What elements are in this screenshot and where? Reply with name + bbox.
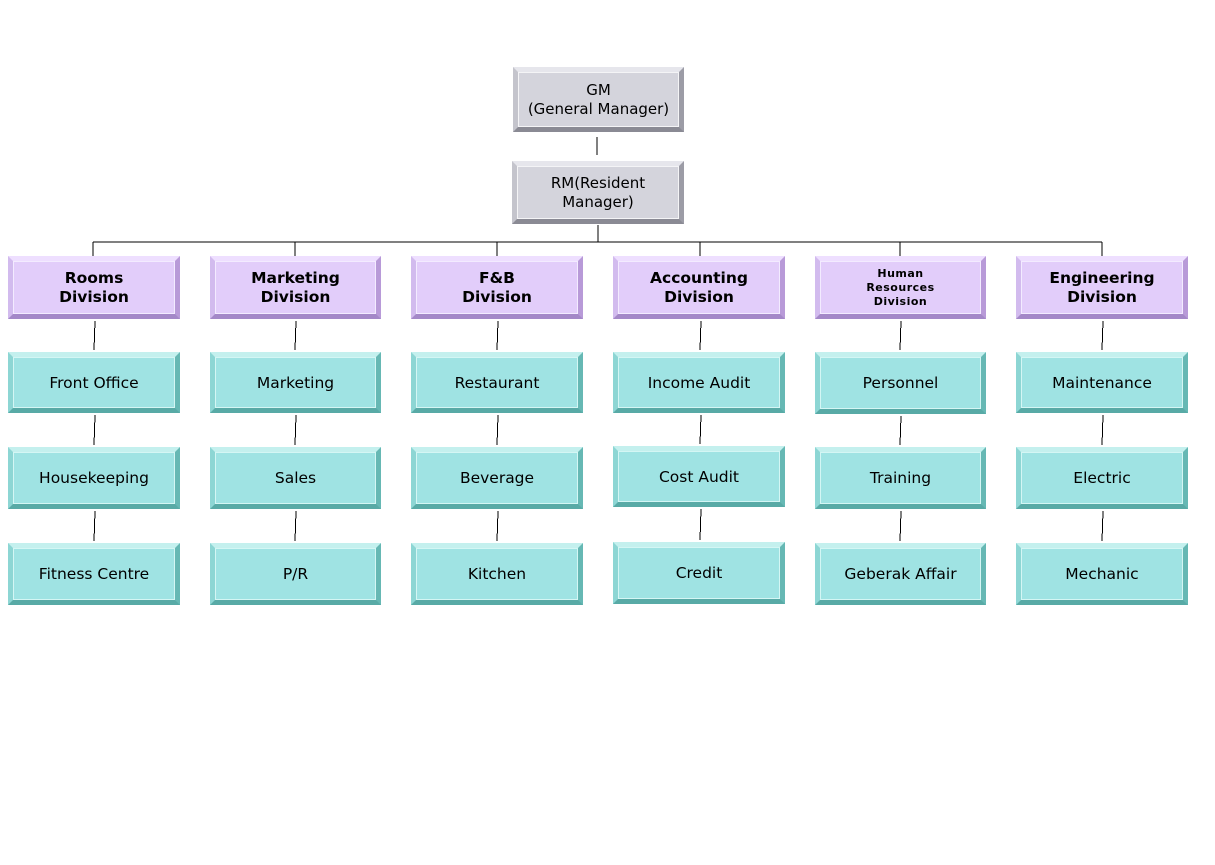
division-label: Engineering — [1049, 268, 1155, 287]
unit-box: Marketing — [210, 352, 381, 413]
connector-line — [699, 508, 702, 541]
division-box-engineering: Engineering Division — [1016, 256, 1188, 319]
unit-label: Marketing — [215, 357, 376, 408]
unit-label: Kitchen — [416, 548, 578, 600]
division-label: Division — [59, 287, 129, 306]
division-label: Marketing — [251, 268, 340, 287]
division-label: Division — [873, 294, 928, 308]
rm-title-line-2: Manager) — [562, 192, 634, 211]
unit-label: Fitness Centre — [13, 548, 175, 600]
gm-subtitle: (General Manager) — [527, 99, 670, 118]
connector-line — [294, 510, 297, 542]
unit-box: P/R — [210, 543, 381, 605]
connector-line — [93, 414, 96, 446]
division-label: Division — [462, 287, 532, 306]
unit-box: Mechanic — [1016, 543, 1188, 605]
unit-box: Credit — [613, 542, 785, 604]
unit-box: Personnel — [815, 352, 986, 414]
connector-line — [294, 320, 297, 351]
rm-box: RM(Resident Manager) — [512, 161, 684, 224]
division-label: Human — [877, 266, 924, 280]
unit-label: Training — [820, 452, 981, 504]
unit-label: Restaurant — [416, 357, 578, 408]
division-box-marketing: Marketing Division — [210, 256, 381, 319]
division-box-accounting: Accounting Division — [613, 256, 785, 319]
division-label: Rooms — [64, 268, 124, 287]
connector-line — [1101, 510, 1104, 542]
unit-box: Beverage — [411, 447, 583, 509]
gm-title: GM — [586, 80, 611, 99]
connector-line — [496, 510, 499, 542]
connector-line — [294, 414, 297, 446]
gm-box: GM (General Manager) — [513, 67, 684, 132]
connector-line — [899, 415, 902, 446]
unit-label: Income Audit — [618, 357, 780, 408]
connector-line — [93, 320, 96, 351]
division-label: Division — [260, 287, 331, 306]
unit-label: Credit — [618, 547, 780, 599]
rm-title-line-1: RM(Resident — [550, 173, 646, 192]
unit-label: Electric — [1021, 452, 1183, 504]
unit-label: P/R — [215, 548, 376, 600]
unit-box: Fitness Centre — [8, 543, 180, 605]
unit-label: Beverage — [416, 452, 578, 504]
connector-line — [496, 414, 499, 446]
division-box-human-resources: Human Resources Division — [815, 256, 986, 319]
unit-box: Income Audit — [613, 352, 785, 413]
unit-box: Housekeeping — [8, 447, 180, 509]
connector-line — [699, 320, 702, 351]
connector-line — [899, 320, 902, 351]
unit-box: Maintenance — [1016, 352, 1188, 413]
connector-line — [93, 510, 96, 542]
division-label: Division — [664, 287, 734, 306]
connector-line — [496, 320, 499, 351]
connector-line — [899, 510, 902, 542]
unit-box: Cost Audit — [613, 446, 785, 507]
connector-line — [1101, 414, 1104, 446]
unit-label: Maintenance — [1021, 357, 1183, 408]
connector-line — [699, 414, 702, 445]
unit-label: Geberak Affair — [820, 548, 981, 600]
division-label: Accounting — [650, 268, 748, 287]
connector-line — [1101, 320, 1104, 351]
unit-box: Training — [815, 447, 986, 509]
unit-label: Mechanic — [1021, 548, 1183, 600]
unit-box: Electric — [1016, 447, 1188, 509]
unit-label: Front Office — [13, 357, 175, 408]
unit-label: Housekeeping — [13, 452, 175, 504]
unit-label: Cost Audit — [618, 451, 780, 502]
division-label: Resources — [866, 280, 935, 294]
unit-label: Sales — [215, 452, 376, 504]
unit-box: Restaurant — [411, 352, 583, 413]
unit-box: Front Office — [8, 352, 180, 413]
division-box-rooms: Rooms Division — [8, 256, 180, 319]
unit-box: Sales — [210, 447, 381, 509]
unit-label: Personnel — [820, 357, 981, 409]
unit-box: Kitchen — [411, 543, 583, 605]
unit-box: Geberak Affair — [815, 543, 986, 605]
division-box-fnb: F&B Division — [411, 256, 583, 319]
division-label: Division — [1067, 287, 1137, 306]
division-label: F&B — [479, 268, 515, 287]
